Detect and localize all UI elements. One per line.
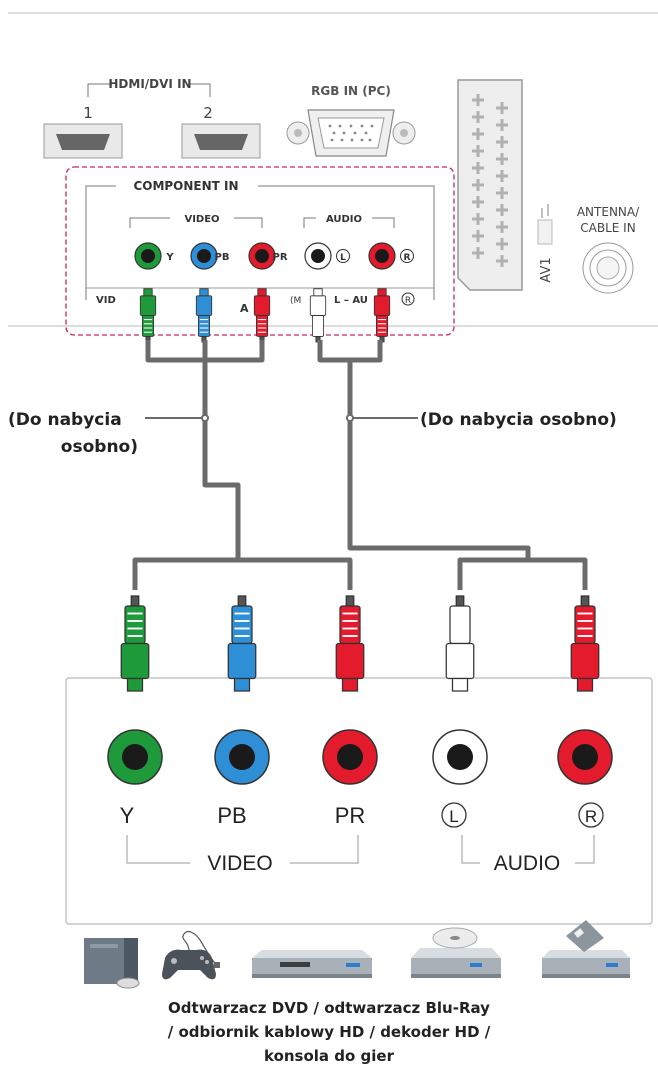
device-jack-pr[interactable] xyxy=(322,729,378,785)
hdmi-port-1-number: 1 xyxy=(83,104,93,122)
antenna-port[interactable] xyxy=(582,242,634,294)
device-label-l: L xyxy=(449,807,458,826)
device-plug-pr xyxy=(335,595,365,692)
tv-jack-r-label: R xyxy=(404,253,411,263)
av1-switch xyxy=(537,204,553,245)
device-label-r: R xyxy=(585,807,597,826)
tv-plug-pr xyxy=(253,288,271,343)
under-row-audio: L – AU xyxy=(334,295,368,306)
device-jack-l[interactable] xyxy=(432,729,488,785)
tv-plug-r xyxy=(373,288,391,343)
tv-jack-y-label: Y xyxy=(165,252,174,263)
device-plug-pb xyxy=(227,595,257,692)
cable-note-right: (Do nabycia osobno) xyxy=(420,410,617,430)
tv-jack-y[interactable] xyxy=(134,242,162,270)
tv-component-jacks: Y PB PR L R xyxy=(134,242,414,270)
device-component-jacks xyxy=(107,729,613,785)
device-audio-label: AUDIO xyxy=(494,852,561,875)
component-highlight-frame xyxy=(65,166,455,336)
av1-label: AV1 xyxy=(539,257,554,282)
tv-jack-pr[interactable] xyxy=(248,242,276,270)
device-jack-r[interactable] xyxy=(557,729,613,785)
component-in-label: COMPONENT IN xyxy=(133,179,238,193)
device-plug-r xyxy=(570,595,600,692)
tv-plug-y xyxy=(139,288,157,343)
rgb-label: RGB IN (PC) xyxy=(311,84,391,98)
hd-tv-box-icon xyxy=(84,938,140,989)
tv-jack-pb[interactable] xyxy=(190,242,218,270)
device-jack-panel xyxy=(65,677,653,925)
tv-jack-pb-label: PB xyxy=(215,252,230,263)
device-side-plugs xyxy=(120,595,600,692)
hdmi-port-1[interactable] xyxy=(43,123,123,159)
tv-rear-panel: HDMI/DVI IN 1 2 RGB IN (PC) xyxy=(43,77,640,336)
rgb-vga-port[interactable] xyxy=(286,109,416,157)
hdmi-label: HDMI/DVI IN xyxy=(108,77,191,91)
caption-line-2: / odbiornik kablowy HD / dekoder HD / xyxy=(167,1023,491,1041)
device-jack-y[interactable] xyxy=(107,729,163,785)
hdmi-port-2-number: 2 xyxy=(203,104,213,122)
caption-line-1: Odtwarzacz DVD / odtwarzacz Blu-Ray xyxy=(168,999,490,1017)
device-jack-pb[interactable] xyxy=(214,729,270,785)
tv-jack-pr-label: PR xyxy=(272,252,287,263)
under-row-r: R xyxy=(405,296,411,306)
set-top-box-icon xyxy=(542,920,630,978)
component-video-label: VIDEO xyxy=(184,214,219,225)
component-cables xyxy=(132,340,588,590)
component-audio-label: AUDIO xyxy=(326,214,362,225)
dvd-player-icon xyxy=(252,950,372,978)
tv-jack-r[interactable] xyxy=(368,242,396,270)
antenna-label-line1: ANTENNA/ xyxy=(577,205,640,219)
device-plug-y xyxy=(120,595,150,692)
device-label-pb: PB xyxy=(217,803,246,828)
caption-line-3: konsola do gier xyxy=(264,1047,394,1065)
tv-plug-l xyxy=(309,288,327,343)
under-row-a: A xyxy=(240,302,249,315)
device-label-y: Y xyxy=(120,803,135,828)
tv-jack-l-label: L xyxy=(340,253,346,263)
blu-ray-player-icon xyxy=(411,927,501,978)
device-video-label: VIDEO xyxy=(207,852,272,875)
tv-plug-pb xyxy=(195,288,213,343)
device-plug-l xyxy=(445,595,475,692)
antenna-label-line2: CABLE IN xyxy=(580,221,635,235)
cable-note-left-line2: osobno) xyxy=(61,437,138,457)
cable-note-left-line1: (Do nabycia xyxy=(8,410,122,430)
scart-port[interactable] xyxy=(457,79,523,291)
tv-jack-l[interactable] xyxy=(304,242,332,270)
game-controller-icon xyxy=(162,930,220,980)
device-label-pr: PR xyxy=(335,803,366,828)
under-row-video: VID xyxy=(96,295,116,306)
under-row-mono: (M xyxy=(290,296,301,306)
hdmi-port-2[interactable] xyxy=(181,123,261,159)
